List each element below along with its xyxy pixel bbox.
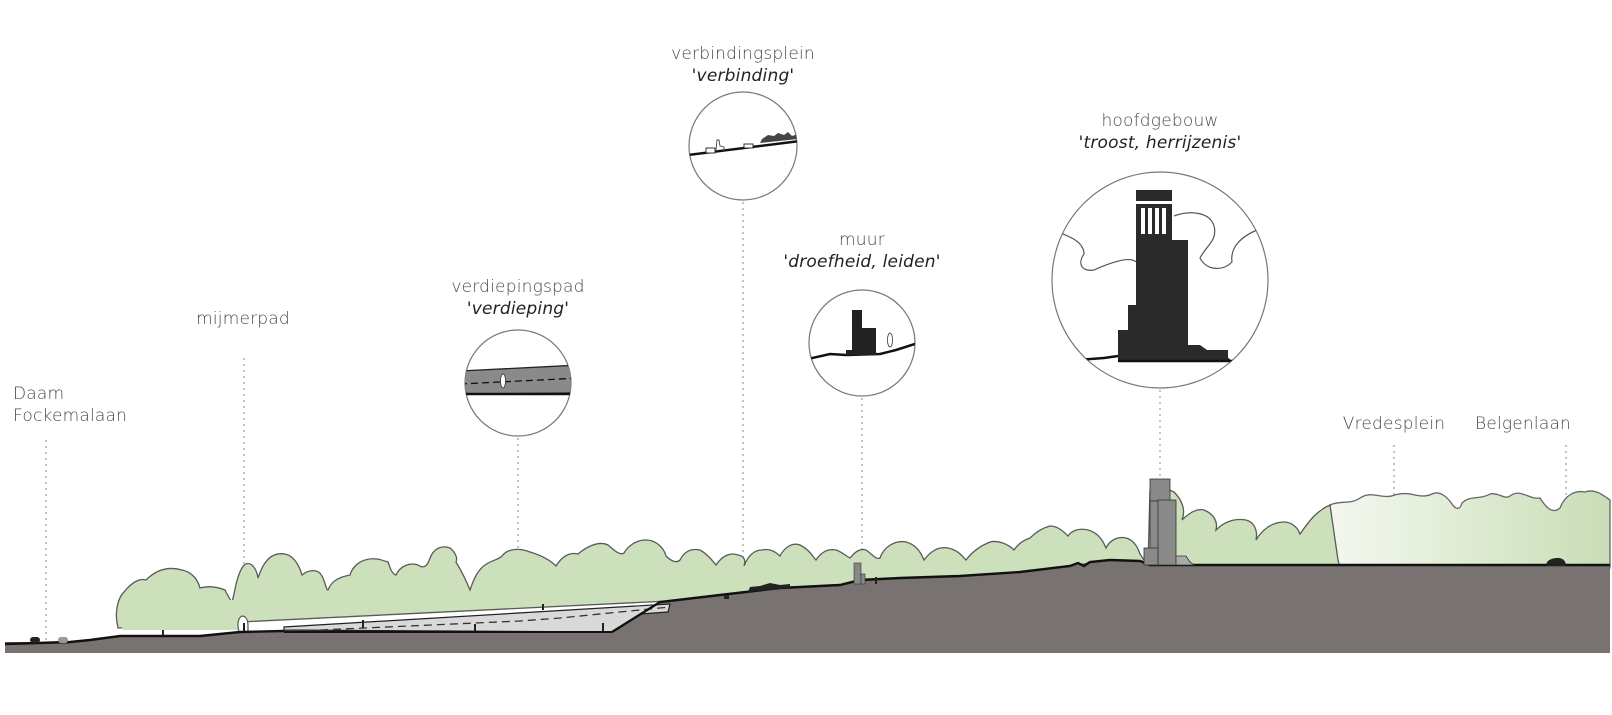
car-icon-left: [30, 637, 40, 643]
label-muur-name: muur: [839, 230, 885, 250]
label-hoofdgebouw-name: hoofdgebouw: [1101, 111, 1219, 131]
person-icon: [243, 623, 245, 631]
tower-base: [1143, 547, 1159, 566]
label-belgenlaan: Belgenlaan: [1475, 413, 1571, 435]
tower-icon: [1118, 190, 1232, 361]
label-vredesplein: Vredesplein: [1343, 413, 1445, 435]
person-icon: [162, 630, 164, 636]
ground-objects: [30, 558, 1566, 643]
person-icon: [875, 577, 877, 584]
tree-band-main: [115, 487, 1341, 629]
ground-mass: [5, 560, 1610, 653]
label-daam-fockemalaan: Daam Fockemalaan: [13, 383, 127, 427]
detail-circle-verbindingsplein[interactable]: [688, 91, 800, 201]
bench-icon: [705, 147, 716, 154]
wall-muur-icon-low: [860, 573, 866, 585]
label-muur: muur 'droefheid, leiden': [783, 229, 940, 273]
label-daam-line2: Fockemalaan: [13, 406, 128, 426]
person-icon: [362, 620, 364, 628]
detail-circle-verdiepingspad[interactable]: [460, 329, 580, 437]
label-hoofdgebouw-theme: 'troost, herrijzenis': [1078, 133, 1242, 153]
person-icon: [602, 623, 604, 631]
person-icon: [500, 373, 506, 389]
bench-icon: [724, 595, 729, 599]
label-vredesplein-name: Vredesplein: [1342, 414, 1446, 434]
person-icon: [887, 332, 893, 348]
bench-icon: [743, 143, 754, 149]
tree-canopy: [115, 487, 1611, 633]
label-verdiepingspad-name: verdiepingspad: [451, 277, 585, 297]
label-daam-line1: Daam: [13, 384, 65, 404]
label-verbindingsplein-theme: 'verbinding': [691, 66, 795, 86]
label-verdiepingspad: verdiepingspad 'verdieping': [451, 276, 584, 320]
wall-muur-icon: [852, 310, 862, 355]
car-icon-left-ghost: [58, 637, 68, 643]
tower-body: [1157, 499, 1177, 566]
car-icon-right: [1546, 558, 1566, 566]
shrubs-icon: [760, 132, 797, 143]
wall-muur-icon: [853, 562, 862, 585]
tree-band-right-fade: [1329, 490, 1611, 569]
label-mijmerpad: mijmerpad: [196, 308, 290, 330]
shrubs-icon: [748, 583, 790, 592]
tower-section: [1143, 478, 1196, 566]
label-hoofdgebouw: hoofdgebouw 'troost, herrijzenis': [1079, 110, 1242, 154]
label-belgenlaan-name: Belgenlaan: [1474, 414, 1572, 434]
detail-circle-muur[interactable]: [808, 289, 918, 397]
wall-muur-icon: [862, 328, 876, 355]
label-muur-theme: 'droefheid, leiden': [783, 252, 941, 272]
label-verdiepingspad-theme: 'verdieping': [466, 299, 570, 319]
seated-person-icon: [715, 139, 725, 151]
person-icon: [474, 624, 476, 631]
label-mijmerpad-name: mijmerpad: [196, 309, 290, 329]
detail-circle-hoofdgebouw[interactable]: [1050, 171, 1270, 389]
tree-outline: [1173, 212, 1263, 269]
tree-fill-left-edge: [122, 600, 240, 630]
label-verbindingsplein-name: verbindingsplein: [671, 44, 815, 64]
tree-outline: [1052, 229, 1137, 271]
label-verbindingsplein: verbindingsplein 'verbinding': [671, 43, 815, 87]
tower-steps: [1175, 555, 1196, 566]
person-icon: [542, 604, 544, 610]
tower-top: [1149, 478, 1171, 502]
